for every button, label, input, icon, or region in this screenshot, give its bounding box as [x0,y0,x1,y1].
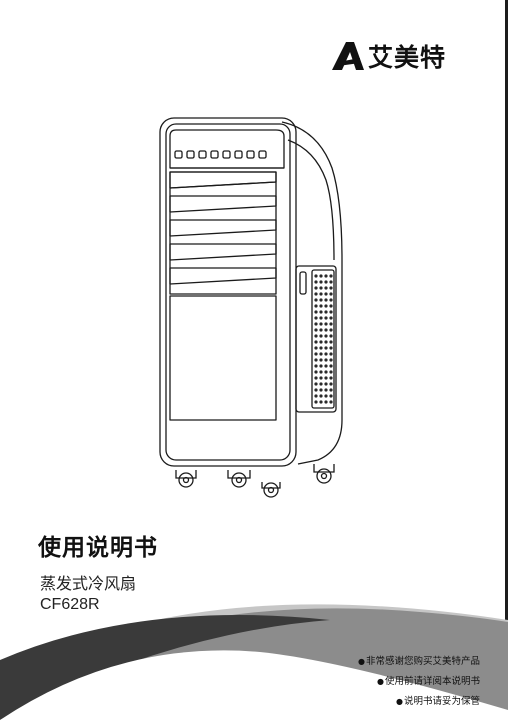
aimite-a-mark-icon [332,42,364,70]
manual-title: 使用说明书 [38,535,158,561]
cover-notes: 非常感谢您购买艾美特产品 使用前请详阅本说明书 说明书请妥为保管 [358,652,480,712]
lower-panel [169,295,277,421]
brand-logo: 艾美特 [330,38,446,74]
caster-wheels [175,464,335,498]
control-buttons [174,150,267,159]
product-type: 蒸发式冷风扇 [40,574,137,593]
air-cooler-illustration [159,117,343,498]
brand-name: 艾美特 [368,43,447,72]
page-edge-strip [505,0,508,727]
control-band [169,129,285,169]
note-item: 非常感谢您购买艾美特产品 [358,652,480,672]
model-number: CF628R [40,596,100,613]
side-handle [299,271,307,295]
louver-slats [169,171,277,285]
cooler-back-shell [281,121,343,465]
side-grille-frame [295,265,337,413]
note-item: 说明书请妥为保管 [358,692,480,712]
cooler-front-inner [165,123,291,461]
note-item: 使用前请详阅本说明书 [358,672,480,692]
side-grille-holes [314,274,333,404]
cooler-back-inner-line [287,139,335,261]
